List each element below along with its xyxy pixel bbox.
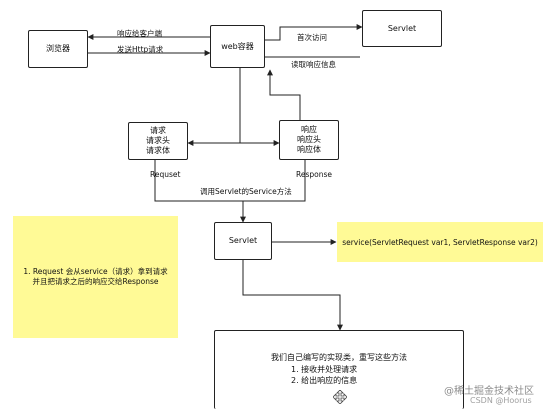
web-container-box: web容器 [210, 25, 265, 68]
request-line: 请求 [150, 126, 166, 135]
custom-impl-item: 1. 接收并处理请求 [291, 365, 358, 374]
custom-impl-box: 我们自己编写的实现类，重写这些方法 1. 接收并处理请求 2. 给出响应的信息 [214, 330, 464, 409]
service-signature: service(ServletRequest var1, ServletResp… [342, 237, 538, 247]
request-caption: Requset [150, 170, 181, 179]
edge-servlet-to-impl [242, 260, 343, 331]
edge-label-send-http-request: 发送Http请求 [117, 45, 164, 54]
web-container-label: web容器 [221, 41, 254, 51]
servlet-mid-box: Servlet [214, 222, 272, 260]
note-line: 并且把请求之后的响应交给Response [32, 277, 159, 286]
edge-first-visit [265, 24, 363, 41]
servlet-mid-label: Servlet [228, 236, 258, 245]
custom-impl-title: 我们自己编写的实现类，重写这些方法 [271, 353, 407, 362]
servlet-top-label: Servlet [387, 23, 417, 33]
browser-label: 浏览器 [46, 44, 70, 53]
response-line: 响应头 [297, 135, 321, 144]
request-line: 请求头 [146, 136, 170, 145]
request-response-note: 1. Request 会从service（请求）拿到请求 并且把请求之后的响应交… [13, 216, 178, 338]
edge-label-respond-to-client: 响应给客户端 [117, 29, 162, 38]
edge-label-first-visit: 首次访问 [297, 33, 327, 42]
watermark-csdn: CSDN @Hoorus [470, 396, 532, 405]
request-line: 请求体 [146, 146, 170, 155]
edge-label-read-response: 读取响应信息 [291, 60, 336, 69]
response-line: 响应 [301, 125, 317, 134]
browser-box: 浏览器 [28, 30, 88, 68]
response-box: 响应 响应头 响应体 [279, 120, 339, 160]
response-caption: Response [296, 170, 333, 179]
edge-call-service [154, 160, 306, 202]
edge-label-call-service: 调用Servlet的Service方法 [200, 187, 292, 196]
note-line: 1. Request 会从service（请求）拿到请求 [23, 267, 168, 276]
servlet-top-box: Servlet [362, 10, 442, 47]
edge-response-up [267, 69, 301, 120]
custom-impl-item: 2. 给出响应的信息 [291, 376, 358, 385]
request-box: 请求 请求头 请求体 [128, 122, 188, 160]
service-method-note: service(ServletRequest var1, ServletResp… [337, 222, 543, 262]
move-handle-icon [333, 390, 347, 404]
watermark-juejin: @稀土掘金技术社区 [444, 386, 534, 397]
response-line: 响应体 [297, 145, 321, 154]
